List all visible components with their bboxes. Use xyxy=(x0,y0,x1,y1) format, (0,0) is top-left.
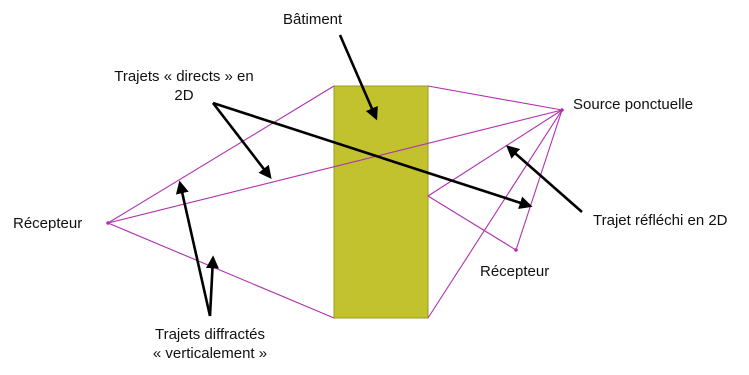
source-label: Source ponctuelle xyxy=(573,96,694,113)
diffracted-path-top-left xyxy=(107,85,335,224)
direct-path-source-to-receiver-right xyxy=(515,109,563,251)
receiver-right-label: Récepteur xyxy=(480,263,550,280)
reflected-path-label: Trajet réfléchi en 2D xyxy=(593,212,728,229)
diffracted-path-bottom-left xyxy=(107,222,335,319)
arrow-diffracted-2 xyxy=(205,255,219,317)
diffracted-label-line1: Trajets diffractés xyxy=(154,326,266,343)
arrow-reflected-path xyxy=(506,145,583,213)
arrow-building xyxy=(338,34,378,121)
arrow-diffracted-1 xyxy=(175,180,212,317)
arrow-direct-path-2 xyxy=(212,101,533,209)
source-point xyxy=(560,108,564,112)
receiver-right-point xyxy=(514,248,518,252)
reflected-path-reflected xyxy=(427,195,517,251)
receiver-left-point xyxy=(106,221,110,225)
diffracted-label-line2: « verticalement » xyxy=(152,345,268,362)
building-label: Bâtiment xyxy=(283,11,343,28)
diffracted-paths-label: Trajets diffractés « verticalement » xyxy=(110,325,310,363)
annotation-arrows xyxy=(175,34,583,317)
diffracted-path-bottom-right xyxy=(427,109,563,319)
direct-paths-label: Trajets « directs » en 2D xyxy=(84,67,284,105)
direct-paths-label-line1: Trajets « directs » en xyxy=(114,68,254,85)
arrow-direct-path-1 xyxy=(211,102,272,180)
diffracted-path-top-right xyxy=(427,85,563,111)
receiver-left-label: Récepteur xyxy=(13,215,83,232)
reflected-path-incident xyxy=(427,109,563,197)
direct-paths-label-line2: 2D xyxy=(174,87,194,104)
building xyxy=(333,85,429,319)
